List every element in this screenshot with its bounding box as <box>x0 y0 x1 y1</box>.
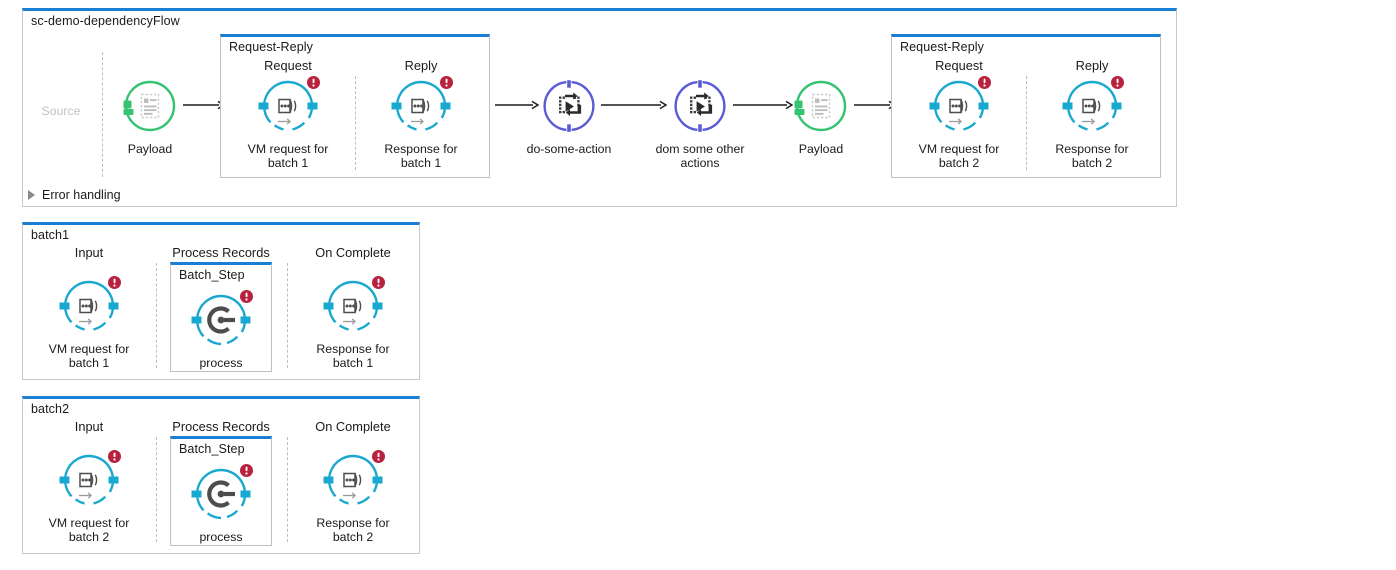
batch2-title: batch2 <box>31 402 70 416</box>
flow-reference-icon <box>670 76 730 136</box>
batch2-batch-step-title: Batch_Step <box>179 442 245 456</box>
vm-publish-consume-icon <box>59 450 121 510</box>
error-badge-icon <box>978 76 991 89</box>
vm-publish-consume-icon <box>258 76 320 136</box>
batch1-input-label: Input <box>74 245 104 260</box>
flow-reference-icon <box>539 76 599 136</box>
node-caption: process <box>199 356 243 370</box>
batch-step-icon <box>191 290 253 350</box>
request-reply-1-reply-label: Reply <box>404 58 438 73</box>
node-do-some-action[interactable]: do-some-action <box>504 76 634 157</box>
vm-publish-consume-icon <box>59 276 121 336</box>
batch1-divider-2 <box>287 263 288 368</box>
error-handling-toggle[interactable]: Error handling <box>28 188 121 202</box>
node-response-batch2[interactable]: Response for batch 2 <box>1027 76 1157 170</box>
node-batch2-input[interactable]: VM request for batch 2 <box>24 450 154 544</box>
node-batch1-on-complete[interactable]: Response for batch 1 <box>288 276 418 370</box>
node-response-batch1[interactable]: Response for batch 1 <box>356 76 486 170</box>
node-payload-2[interactable]: Payload <box>756 76 886 157</box>
vm-publish-consume-icon <box>391 76 453 136</box>
vm-publish-consume-icon <box>323 276 385 336</box>
node-caption: Payload <box>798 142 844 156</box>
arrow-payload2-to-rr2 <box>854 100 897 110</box>
set-payload-icon <box>120 76 180 136</box>
node-caption: dom some other actions <box>655 142 745 170</box>
error-badge-icon <box>307 76 320 89</box>
node-batch1-process[interactable]: process <box>156 290 286 371</box>
source-placeholder[interactable]: Source <box>0 98 126 119</box>
batch2-divider-2 <box>287 437 288 542</box>
error-handling-label: Error handling <box>42 188 121 202</box>
request-reply-1-request-label: Request <box>264 58 312 73</box>
error-badge-icon <box>240 290 253 303</box>
node-caption: do-some-action <box>526 142 612 156</box>
triangle-right-icon <box>28 190 35 200</box>
arrow-payload1-to-rr1 <box>183 100 226 110</box>
error-badge-icon <box>108 276 121 289</box>
node-vm-request-batch1[interactable]: VM request for batch 1 <box>223 76 353 170</box>
node-caption: VM request for batch 1 <box>247 142 329 170</box>
vm-publish-consume-icon <box>929 76 991 136</box>
node-batch1-input[interactable]: VM request for batch 1 <box>24 276 154 370</box>
node-dom-some-other-actions[interactable]: dom some other actions <box>635 76 765 170</box>
node-caption: process <box>199 530 243 544</box>
node-payload-1[interactable]: Payload <box>85 76 215 157</box>
batch1-batch-step-title: Batch_Step <box>179 268 245 282</box>
source-divider <box>102 52 103 177</box>
error-badge-icon <box>372 276 385 289</box>
node-batch2-process[interactable]: process <box>156 464 286 545</box>
node-caption: VM request for batch 1 <box>48 342 130 370</box>
node-caption: Payload <box>127 142 173 156</box>
request-reply-2-divider <box>1026 76 1027 170</box>
batch2-input-label: Input <box>74 419 104 434</box>
set-payload-icon <box>791 76 851 136</box>
request-reply-1-divider <box>355 76 356 170</box>
node-caption: Response for batch 1 <box>316 342 390 370</box>
source-label: Source <box>41 104 81 118</box>
main-flow-title: sc-demo-dependencyFlow <box>31 14 180 28</box>
arrow-rr1-to-action1 <box>495 100 540 110</box>
node-vm-request-batch2[interactable]: VM request for batch 2 <box>894 76 1024 170</box>
batch2-process-records-label: Process Records <box>172 419 270 434</box>
error-badge-icon <box>440 76 453 89</box>
batch1-divider-1 <box>156 263 157 368</box>
error-badge-icon <box>1111 76 1124 89</box>
request-reply-2-request-label: Request <box>935 58 983 73</box>
node-caption: VM request for batch 2 <box>918 142 1000 170</box>
vm-publish-consume-icon <box>1062 76 1124 136</box>
batch1-on-complete-label: On Complete <box>315 245 391 260</box>
batch-step-icon <box>191 464 253 524</box>
batch1-process-records-label: Process Records <box>172 245 270 260</box>
arrow-action1-to-action2 <box>601 100 668 110</box>
error-badge-icon <box>240 464 253 477</box>
vm-publish-consume-icon <box>323 450 385 510</box>
node-caption: VM request for batch 2 <box>48 516 130 544</box>
arrow-action2-to-payload2 <box>733 100 794 110</box>
node-caption: Response for batch 2 <box>1055 142 1129 170</box>
batch1-title: batch1 <box>31 228 70 242</box>
error-badge-icon <box>108 450 121 463</box>
request-reply-2-reply-label: Reply <box>1075 58 1109 73</box>
batch2-on-complete-label: On Complete <box>315 419 391 434</box>
node-caption: Response for batch 2 <box>316 516 390 544</box>
batch2-divider-1 <box>156 437 157 542</box>
node-batch2-on-complete[interactable]: Response for batch 2 <box>288 450 418 544</box>
request-reply-1-title: Request-Reply <box>229 40 313 54</box>
request-reply-2-title: Request-Reply <box>900 40 984 54</box>
node-caption: Response for batch 1 <box>384 142 458 170</box>
error-badge-icon <box>372 450 385 463</box>
